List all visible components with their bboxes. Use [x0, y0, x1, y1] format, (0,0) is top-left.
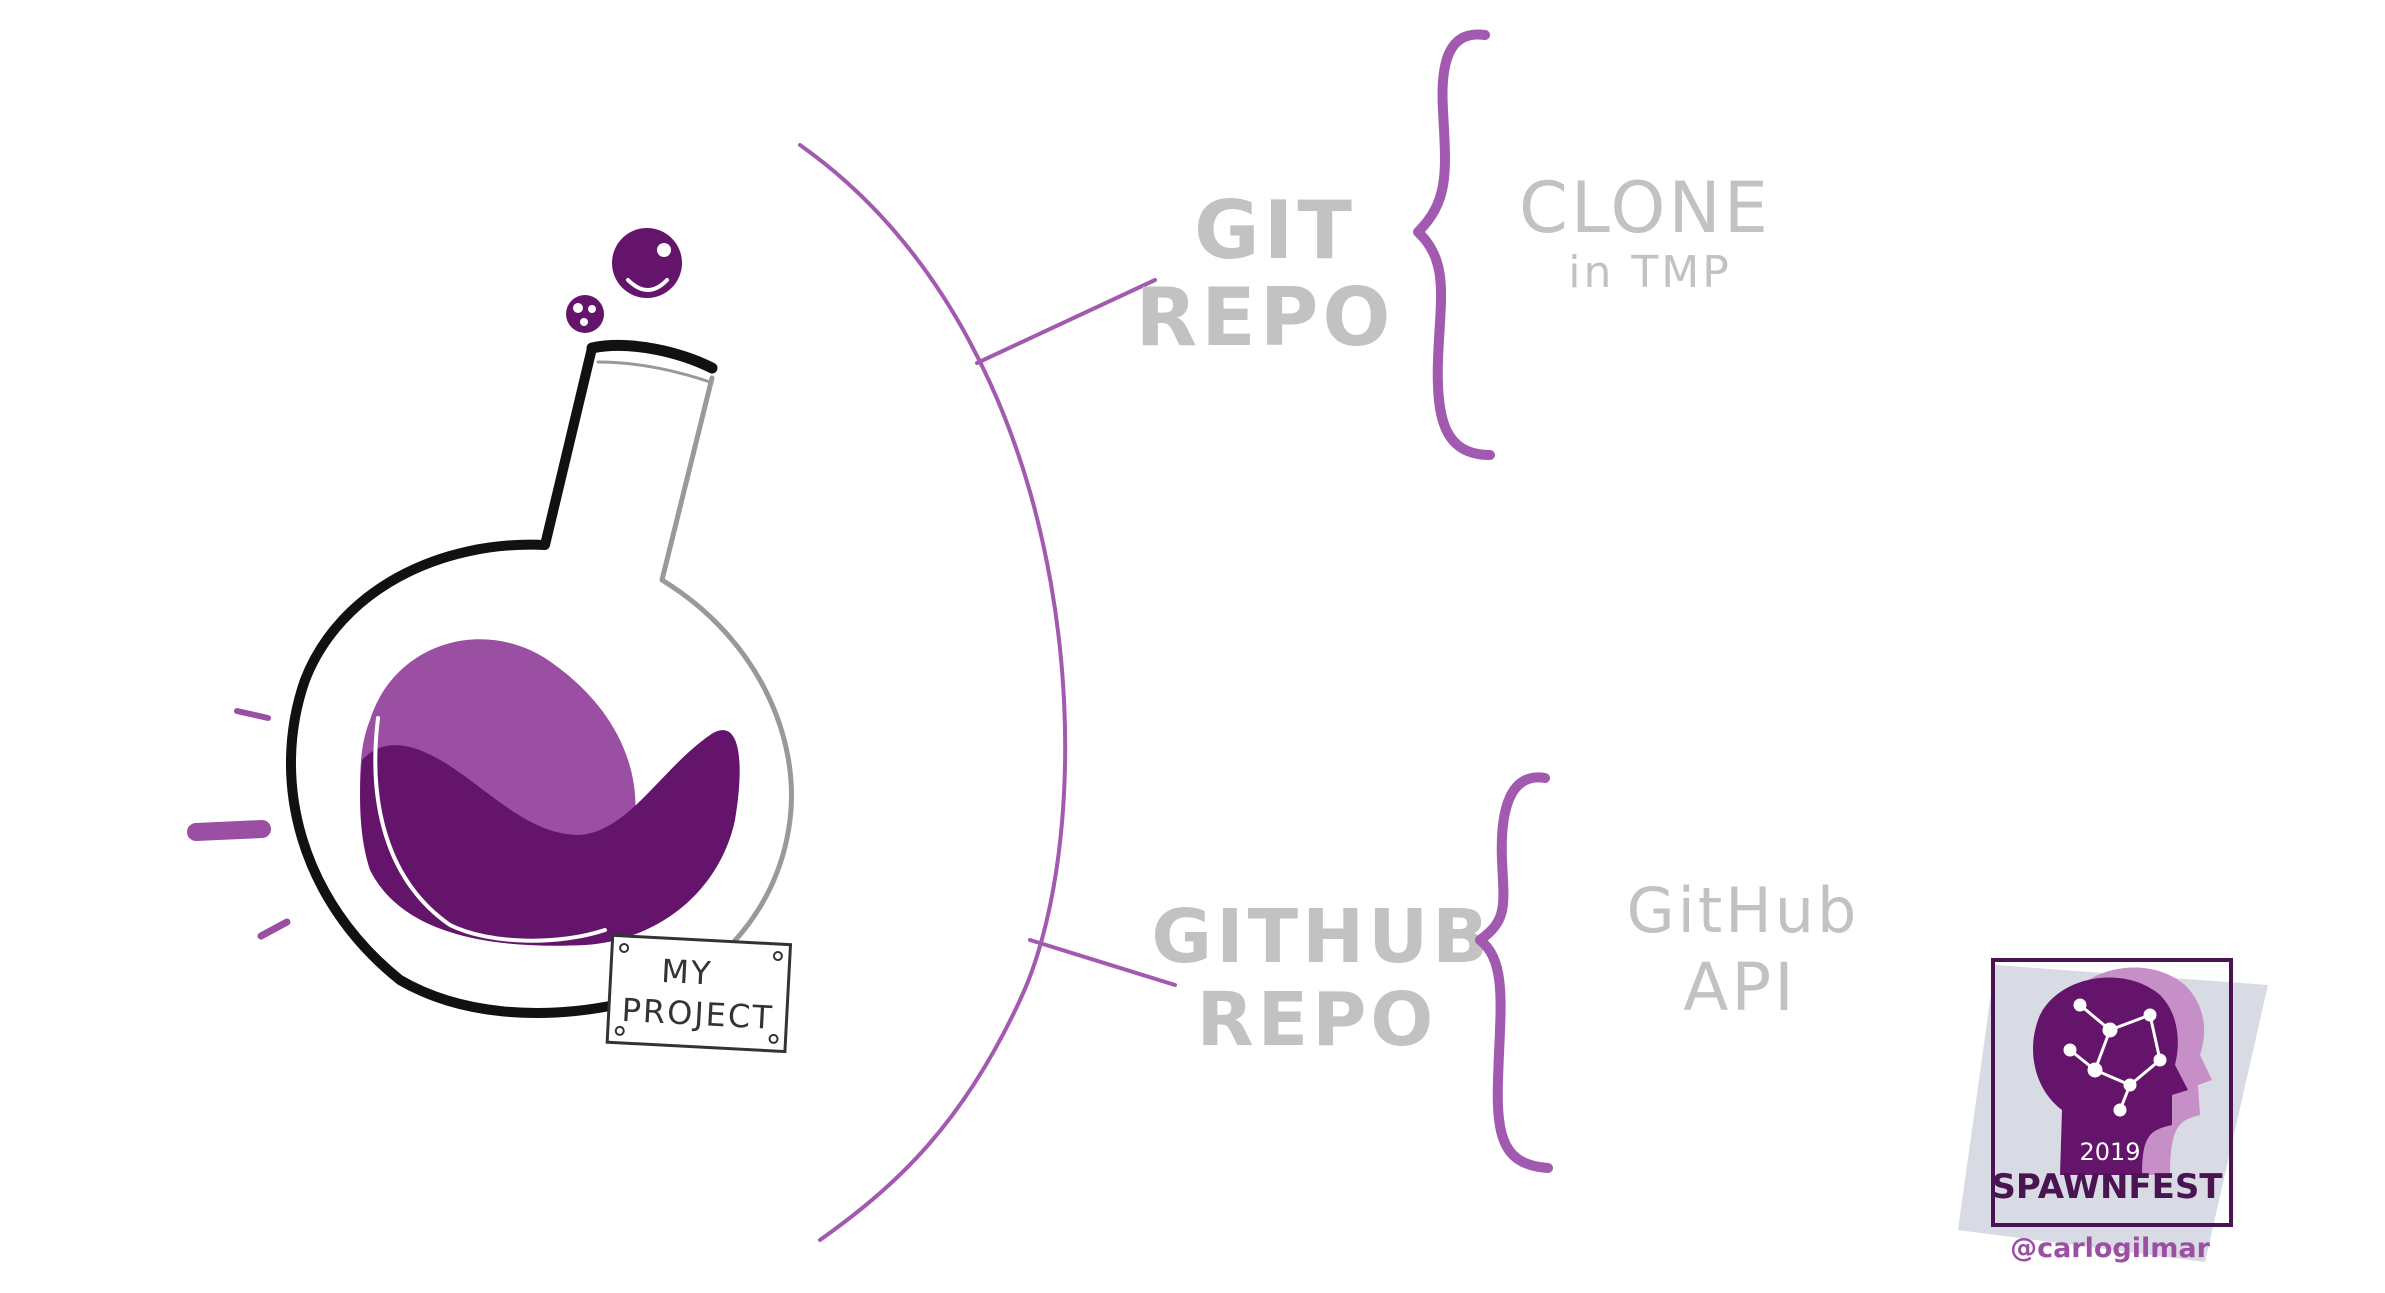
sparkle-stroke-top	[234, 708, 271, 721]
git-label-line2: REPO	[1136, 271, 1395, 364]
project-tag-line1: MY	[660, 952, 713, 993]
tag-screw-tl	[619, 942, 630, 953]
flask	[285, 340, 794, 1018]
bubble-small	[566, 295, 604, 333]
network-node	[2153, 1053, 2167, 1067]
flask-liquid-dark	[360, 730, 740, 946]
git-detail-line2: in TMP	[1568, 247, 1731, 298]
spawnfest-badge: 2019 SPAWNFEST @carlogilmar	[1958, 958, 2268, 1264]
network-node	[2102, 1022, 2118, 1038]
bubble-small-dot-1	[573, 303, 583, 313]
network-node	[2073, 998, 2087, 1012]
git-detail-line1: CLONE	[1519, 167, 1771, 249]
project-tag-plate	[605, 933, 793, 1054]
network-node	[2087, 1062, 2103, 1078]
sparkle-stroke-bottom	[257, 918, 291, 940]
project-tag-line2: PROJECT	[621, 991, 775, 1037]
bubbles	[566, 228, 682, 333]
branch-github: GITHUB REPO GitHub API	[1151, 772, 1860, 1173]
badge-handle: @carlogilmar	[2010, 1233, 2211, 1264]
sparkle-strokes	[187, 708, 291, 940]
bubble-small-dot-3	[580, 318, 588, 326]
flask-neck-rim	[586, 340, 718, 374]
badge-network	[2063, 998, 2167, 1117]
badge-name: SPAWNFEST	[1991, 1167, 2223, 1207]
tag-screw-br	[768, 1033, 779, 1044]
network-edge	[2129, 1058, 2161, 1087]
bubble-large-highlight	[626, 278, 669, 292]
tag-screw-bl	[614, 1025, 625, 1036]
github-brace	[1475, 772, 1553, 1173]
github-detail-line2: API	[1683, 949, 1796, 1026]
network-node	[2063, 1043, 2077, 1057]
branch-git: GIT REPO CLONE in TMP	[1136, 29, 1771, 460]
main-arc	[798, 143, 1068, 1242]
flask-neck-rim-inner	[596, 360, 712, 384]
network-node	[2113, 1103, 2127, 1117]
tag-screw-tr	[772, 951, 783, 962]
git-label-line1: GIT	[1194, 184, 1356, 277]
badge-year: 2019	[2079, 1138, 2140, 1166]
network-node	[2123, 1078, 2137, 1092]
bubble-large	[612, 228, 682, 298]
network-edge	[2148, 1014, 2162, 1061]
flask-outline-left	[285, 343, 620, 1018]
project-tag: MY PROJECT	[605, 933, 793, 1054]
bubble-large-dot	[657, 243, 671, 257]
badge-frame	[1991, 958, 2233, 1227]
github-label-line1: GITHUB	[1151, 894, 1492, 980]
git-brace	[1413, 29, 1495, 460]
connector-git	[975, 278, 1157, 365]
github-detail-line1: GitHub	[1627, 874, 1860, 947]
connector-github	[1028, 938, 1177, 987]
github-label-line2: REPO	[1197, 977, 1438, 1063]
flask-highlight	[373, 716, 607, 943]
bubble-small-dot-2	[588, 305, 596, 313]
network-node	[2143, 1008, 2157, 1022]
sparkle-stroke-middle	[187, 820, 271, 841]
